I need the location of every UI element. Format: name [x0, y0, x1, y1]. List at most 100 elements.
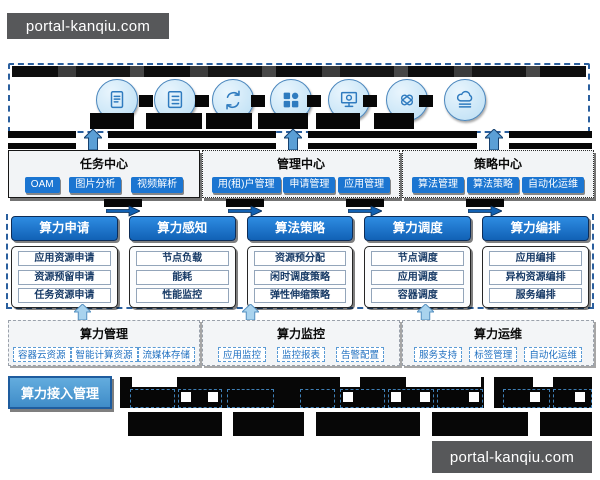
- column-item: 容器调度: [371, 288, 465, 303]
- chip-row: 算法管理 算法策略 自动化运维: [409, 177, 587, 193]
- redaction-box: [258, 113, 308, 129]
- column-panel: 应用资源申请 资源预留申请 任务资源申请: [11, 246, 118, 308]
- column-header: 算力调度: [364, 216, 472, 241]
- section-title: 算力管理: [79, 327, 128, 341]
- redaction-box: [346, 199, 384, 207]
- column-item: 资源预留申请: [18, 269, 111, 285]
- column-item: 闲时调度策略: [253, 269, 347, 285]
- column-panel: 资源预分配 闲时调度策略 弹性伸缩策略: [246, 246, 354, 308]
- section-compute-operations: 算力运维 服务支持 标签管理 自动化运维: [402, 320, 594, 366]
- redacted-chip: [553, 389, 592, 408]
- redaction-box: [90, 113, 134, 129]
- button-monitoring-reports[interactable]: 监控报表: [276, 347, 325, 362]
- column-panel: 应用编排 异构资源编排 服务编排: [482, 246, 589, 308]
- redaction-strip: [12, 66, 586, 77]
- redacted-chip: [300, 389, 335, 408]
- button-tenant-management[interactable]: 用(租)户管理: [211, 177, 281, 193]
- chip-row: 服务支持 标签管理 自动化运维: [407, 347, 589, 362]
- redaction-box: [419, 95, 433, 107]
- column-header: 算力编排: [482, 216, 589, 241]
- column-item: 任务资源申请: [18, 288, 111, 303]
- redaction-box: [206, 113, 252, 129]
- up-arrow-icon: [72, 303, 93, 321]
- column-header: 算力感知: [128, 216, 236, 241]
- section-title: 算力运维: [473, 327, 522, 341]
- redaction-gap: [132, 377, 177, 387]
- up-arrow-icon: [82, 128, 104, 151]
- column-header: 算法策略: [246, 216, 354, 241]
- section-title: 策略中心: [473, 157, 522, 171]
- capability-columns-region: 算力申请 应用资源申请 资源预留申请 任务资源申请 算力感知 节点负载 能耗 性…: [6, 214, 594, 309]
- redaction-gap: [340, 377, 360, 387]
- section-compute-management: 算力管理 容器云资源 智能计算资源 流媒体存储: [8, 320, 200, 366]
- button-app-monitoring[interactable]: 应用监控: [217, 347, 266, 362]
- platform-icon-bar: [8, 63, 590, 133]
- right-arrow-icon: [347, 205, 383, 217]
- redaction-strip: [8, 143, 76, 149]
- button-app-management[interactable]: 应用管理: [338, 177, 391, 193]
- column-item: 能耗: [135, 269, 229, 285]
- button-image-analysis[interactable]: 图片分析: [69, 177, 122, 193]
- redaction-strip: [108, 143, 276, 149]
- chip-row: 用(租)户管理 申请管理 应用管理: [209, 177, 393, 193]
- button-automated-operations[interactable]: 自动化运维: [524, 347, 582, 362]
- watermark-top: portal-kanqiu.com: [7, 13, 169, 39]
- button-container-cloud-resources[interactable]: 容器云资源: [13, 347, 71, 362]
- redaction-box: [146, 113, 202, 129]
- redaction-box: [226, 199, 264, 207]
- redaction-box: [466, 199, 504, 207]
- right-arrow-icon: [467, 205, 503, 217]
- redaction-gap: [530, 392, 540, 402]
- redaction-strip: [509, 143, 592, 149]
- button-service-support[interactable]: 服务支持: [414, 347, 463, 362]
- column-compute-perception: 算力感知 节点负载 能耗 性能监控: [128, 216, 236, 308]
- button-tag-management[interactable]: 标签管理: [469, 347, 518, 362]
- button-algorithm-management[interactable]: 算法管理: [412, 177, 464, 193]
- column-item: 弹性伸缩策略: [253, 288, 347, 303]
- redaction-box: [432, 412, 528, 436]
- redaction-box: [307, 95, 321, 107]
- columns-row: 算力申请 应用资源申请 资源预留申请 任务资源申请 算力感知 节点负载 能耗 性…: [11, 216, 589, 308]
- chip-row: 容器云资源 智能计算资源 流媒体存储: [13, 347, 196, 362]
- redaction-gap: [533, 377, 553, 387]
- watermark-bottom: portal-kanqiu.com: [432, 441, 592, 473]
- column-header: 算力申请: [11, 216, 118, 241]
- button-algorithm-strategy[interactable]: 算法策略: [467, 177, 519, 193]
- cloud-storage-icon: [444, 79, 486, 121]
- chip-row: 应用监控 监控报表 告警配置: [207, 347, 395, 362]
- button-oam[interactable]: OAM: [24, 177, 60, 193]
- redaction-strip: [8, 131, 76, 138]
- section-title: 算力监控: [276, 327, 325, 341]
- button-alert-configuration[interactable]: 告警配置: [335, 347, 384, 362]
- redaction-gap: [343, 392, 353, 402]
- column-panel: 节点调度 应用调度 容器调度: [364, 246, 472, 308]
- column-panel: 节点负载 能耗 性能监控: [128, 246, 236, 308]
- section-title: 管理中心: [276, 157, 325, 171]
- redaction-box: [363, 95, 377, 107]
- redaction-gap: [575, 392, 585, 402]
- chip-row: OAM 图片分析 视频解析: [15, 177, 193, 193]
- up-arrow-icon: [415, 303, 436, 321]
- redaction-box: [139, 95, 153, 107]
- button-streaming-storage[interactable]: 流媒体存储: [137, 347, 196, 362]
- button-video-parsing[interactable]: 视频解析: [131, 177, 184, 193]
- redaction-gap: [406, 377, 481, 387]
- column-item: 应用资源申请: [18, 251, 111, 266]
- redaction-strip: [509, 131, 592, 138]
- redaction-box: [104, 199, 142, 207]
- redaction-box: [251, 95, 265, 107]
- redaction-box: [316, 113, 360, 129]
- section-management-center: 管理中心 用(租)户管理 申请管理 应用管理: [202, 150, 400, 198]
- redaction-box: [316, 412, 420, 436]
- column-item: 资源预分配: [253, 251, 347, 266]
- redaction-strip: [108, 131, 276, 138]
- button-automated-ops[interactable]: 自动化运维: [522, 177, 584, 193]
- column-compute-application: 算力申请 应用资源申请 资源预留申请 任务资源申请: [11, 216, 118, 308]
- button-request-management[interactable]: 申请管理: [283, 177, 336, 193]
- compute-access-management-button[interactable]: 算力接入管理: [8, 376, 112, 409]
- redaction-gap: [181, 392, 191, 402]
- up-arrow-icon: [282, 128, 304, 151]
- column-algorithm-strategy: 算法策略 资源预分配 闲时调度策略 弹性伸缩策略: [246, 216, 354, 308]
- column-item: 节点负载: [135, 251, 229, 266]
- button-intelligent-compute-resources[interactable]: 智能计算资源: [70, 347, 138, 362]
